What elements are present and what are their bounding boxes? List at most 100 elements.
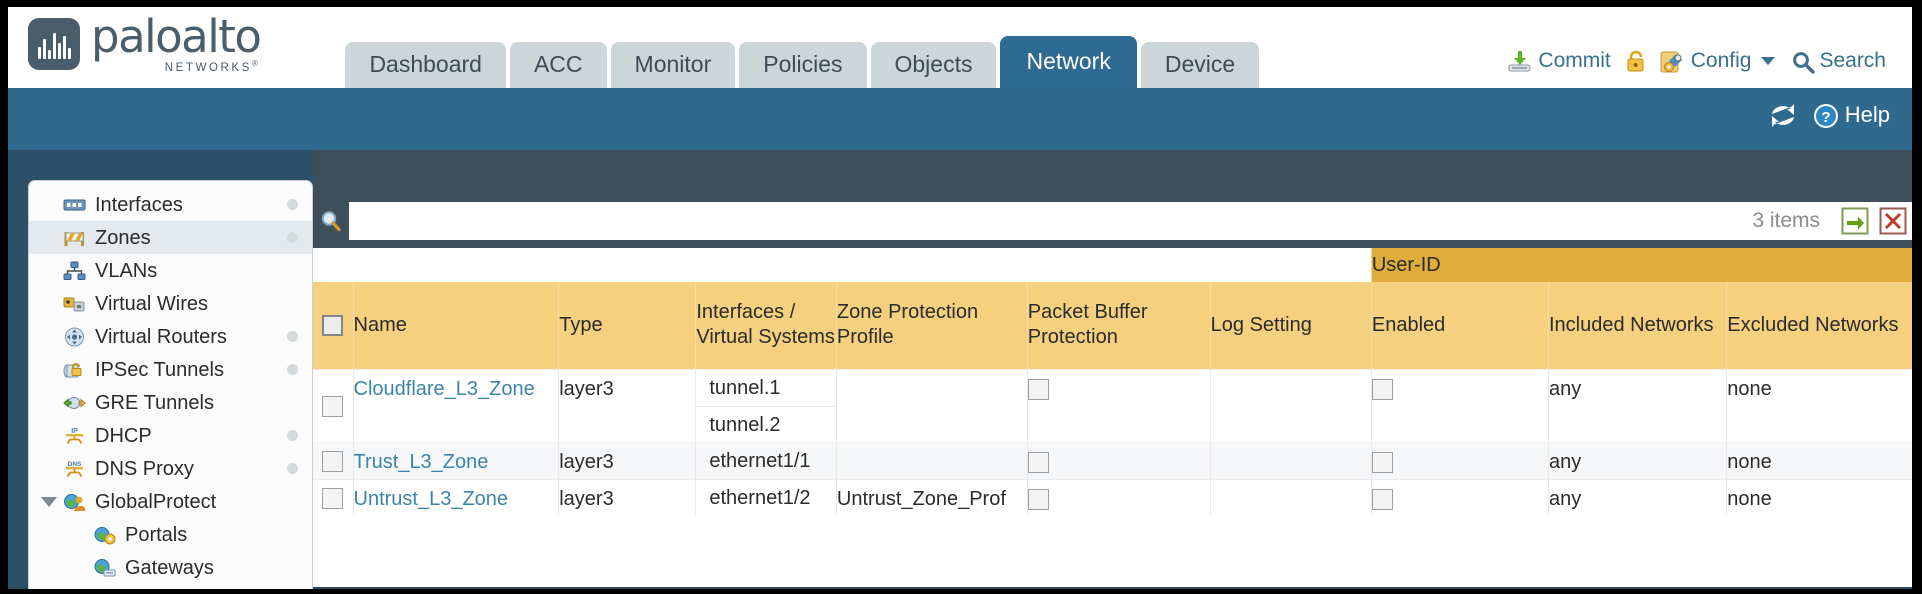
tab-network[interactable]: Network (1000, 35, 1137, 88)
cell-userid-enabled (1370, 368, 1549, 442)
config-menu[interactable]: Config (1660, 49, 1776, 73)
column-header-packet-buffer-protection[interactable]: Packet Buffer Protection (1026, 282, 1211, 369)
paloalto-logo: paloalto NETWORKS® (28, 9, 262, 74)
brand-tagline: NETWORKS® (91, 59, 260, 74)
sidebar-item-label: Gateways (125, 556, 214, 579)
column-header-log-setting[interactable]: Log Setting (1209, 282, 1372, 369)
cell-interfaces: ethernet1/1 (695, 441, 837, 479)
column-header-enabled[interactable]: Enabled (1370, 282, 1549, 369)
sidebar-item-label: GlobalProtect (95, 490, 217, 513)
window-border-right (1912, 0, 1922, 594)
cell-included-networks: any (1547, 441, 1727, 479)
cell-packet-buffer-protection (1026, 478, 1211, 516)
packet-buffer-protection-checkbox[interactable] (1027, 378, 1049, 400)
cell-name: Untrust_L3_Zone (352, 478, 559, 516)
select-all-checkbox[interactable] (322, 314, 344, 336)
cell-type: layer3 (558, 441, 696, 479)
sidebar-item-zones[interactable]: Zones (29, 221, 312, 254)
column-header-name[interactable]: Name (352, 282, 559, 369)
sidebar-item-label: Virtual Routers (95, 325, 227, 348)
config-label: Config (1690, 49, 1752, 72)
lock-icon[interactable] (1626, 49, 1645, 73)
portals-icon (93, 525, 116, 545)
tab-objects[interactable]: Objects (870, 41, 997, 88)
window-border-bottom (0, 589, 1922, 594)
svg-text:?: ? (1821, 109, 1830, 126)
table-search-toolbar: 3 items (313, 202, 1912, 240)
search-input[interactable] (349, 202, 1753, 240)
brand-name: paloalto (91, 9, 262, 63)
column-header-included-networks[interactable]: Included Networks (1547, 282, 1727, 369)
help-label: Help (1844, 102, 1890, 127)
sidebar-item-virtual-routers[interactable]: Virtual Routers (29, 320, 312, 353)
tab-dashboard[interactable]: Dashboard (345, 41, 506, 88)
cell-log-setting (1209, 441, 1372, 479)
tab-monitor[interactable]: Monitor (610, 41, 736, 88)
commit-button[interactable]: Commit (1507, 49, 1611, 73)
sidebar-item-globalprotect[interactable]: GlobalProtect (29, 485, 312, 518)
sidebar-item-label: VLANs (95, 259, 158, 282)
refresh-icon[interactable] (1768, 102, 1796, 128)
tab-acc[interactable]: ACC (509, 41, 607, 88)
dhcp-icon: IP (63, 426, 86, 446)
cell-log-setting (1209, 368, 1372, 442)
sidebar-item-status-dot (287, 463, 298, 474)
row-checkbox[interactable] (322, 450, 344, 472)
window-border-top (0, 0, 1922, 7)
vlans-icon (63, 261, 86, 281)
band-actions: ? Help (1768, 102, 1890, 128)
zone-name-link[interactable]: Untrust_L3_Zone (353, 487, 509, 510)
sidebar-item-gre-tunnels[interactable]: GRE Tunnels (29, 386, 312, 419)
userid-enabled-checkbox[interactable] (1371, 451, 1393, 473)
sidebar-item-label: Portals (125, 523, 188, 546)
items-count: 3 items (1752, 202, 1836, 240)
packet-buffer-protection-checkbox[interactable] (1027, 451, 1049, 473)
interface-item: ethernet1/1 (709, 449, 811, 472)
sidebar-item-dhcp[interactable]: IP DHCP (29, 419, 312, 452)
network-sidebar: Interfaces Zones VLANs Virtual Wires Vir… (28, 180, 313, 594)
cell-packet-buffer-protection (1026, 368, 1211, 442)
sidebar-item-virtual-wires[interactable]: Virtual Wires (29, 287, 312, 320)
zone-name-link[interactable]: Trust_L3_Zone (353, 450, 489, 473)
cell-type: layer3 (558, 478, 696, 516)
ipsec-tunnels-icon (63, 360, 86, 380)
sidebar-item-status-dot (287, 232, 298, 243)
sidebar-item-dns-proxy[interactable]: DNS DNS Proxy (29, 452, 312, 485)
clear-filter-button[interactable] (1874, 202, 1912, 240)
column-header-zone-protection-profile[interactable]: Zone Protection Profile (835, 282, 1028, 369)
sidebar-item-portals[interactable]: Portals (29, 518, 312, 551)
sidebar-item-gateways[interactable]: Gateways (29, 551, 312, 584)
sidebar-item-ipsec-tunnels[interactable]: IPSec Tunnels (29, 353, 312, 386)
cell-excluded-networks: none (1726, 441, 1912, 479)
packet-buffer-protection-checkbox[interactable] (1027, 488, 1049, 510)
paloalto-logo-mark-icon (28, 17, 80, 70)
column-header-excluded-networks[interactable]: Excluded Networks (1726, 282, 1912, 369)
tab-policies[interactable]: Policies (739, 41, 867, 88)
cell-zone-protection-profile (835, 441, 1028, 479)
brand-tagline-text: NETWORKS (164, 61, 252, 74)
magnifier-icon[interactable] (313, 202, 349, 240)
help-button[interactable]: ? Help (1812, 102, 1890, 128)
row-checkbox[interactable] (322, 395, 344, 417)
userid-enabled-checkbox[interactable] (1371, 488, 1393, 510)
row-checkbox[interactable] (322, 487, 344, 509)
tab-device[interactable]: Device (1140, 41, 1260, 88)
config-icon (1660, 50, 1685, 73)
search-button[interactable]: Search (1792, 49, 1886, 74)
expander-triangle-icon[interactable] (41, 496, 57, 507)
column-header-interfaces-virtual-systems[interactable]: Interfaces / Virtual Systems (695, 282, 837, 369)
column-header-type[interactable]: Type (558, 282, 696, 369)
cell-userid-enabled (1370, 478, 1549, 516)
sidebar-item-vlans[interactable]: VLANs (29, 254, 312, 287)
row-select-cell (313, 478, 353, 516)
interface-item: tunnel.1 (709, 376, 781, 399)
sidebar-item-interfaces[interactable]: Interfaces (29, 188, 312, 221)
zone-name-link[interactable]: Cloudflare_L3_Zone (353, 377, 535, 400)
apply-filter-button[interactable] (1836, 202, 1874, 240)
userid-enabled-checkbox[interactable] (1371, 378, 1393, 400)
